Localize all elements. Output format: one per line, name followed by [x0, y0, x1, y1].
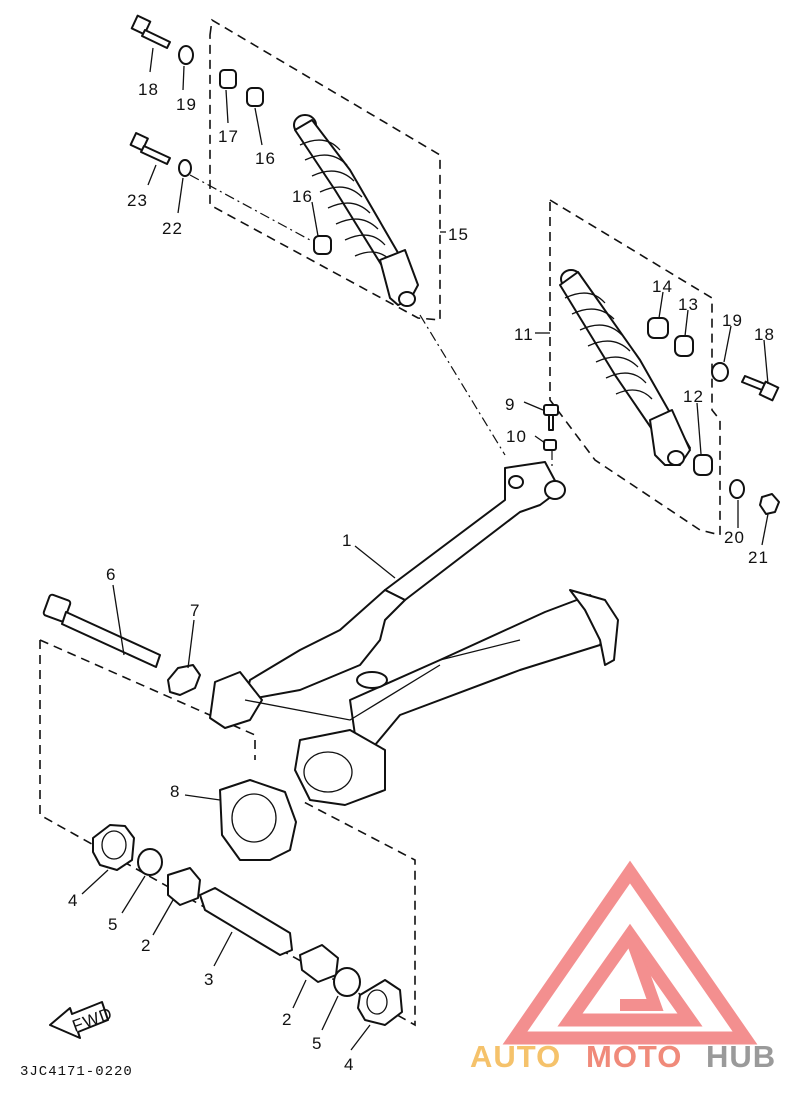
bushing-14	[647, 317, 669, 339]
pivot-bolt-6	[42, 593, 161, 668]
seal-5-right	[333, 967, 361, 997]
diagram-code: 3JC4171-0220	[20, 1064, 133, 1080]
callout-6: 6	[106, 565, 116, 584]
callout-12: 12	[683, 387, 704, 406]
shock-11-group-outline	[549, 198, 721, 537]
watermark-auto: AUTO	[470, 1039, 561, 1074]
callout-18: 18	[754, 325, 775, 344]
callout-2: 2	[141, 936, 151, 955]
pivot-shaft-3	[199, 887, 293, 956]
callout-11: 11	[514, 325, 534, 344]
seal-5-left	[137, 848, 163, 876]
rear-shock-absorber-15	[293, 114, 419, 307]
callout-5: 5	[108, 915, 118, 934]
callout-5: 5	[312, 1034, 322, 1053]
bearing-4-right	[357, 979, 403, 1026]
nut-10	[543, 439, 557, 451]
callout-14: 14	[652, 277, 673, 296]
bushing-2-right	[299, 944, 339, 983]
bolt-9	[543, 404, 559, 431]
callout-leaders	[81, 47, 769, 1051]
watermark-text: AUTO MOTO HUB	[470, 1039, 776, 1074]
shock-15-group-outline	[209, 18, 441, 321]
callout-8: 8	[170, 782, 180, 801]
rear-shock-absorber-11	[559, 269, 691, 466]
callout-18: 18	[138, 80, 159, 99]
callout-16: 16	[255, 149, 276, 168]
callout-23: 23	[127, 191, 148, 210]
washer-19-right	[711, 362, 729, 382]
bolt-18-upper	[130, 14, 171, 49]
leader-shock15-to-swingarm	[189, 174, 506, 456]
callout-labels: 18 19 17 16 23 22 16 15 14 13 19 18 11 1…	[68, 80, 775, 1074]
callout-1: 1	[342, 531, 352, 550]
callout-2: 2	[282, 1010, 292, 1029]
bushing-13	[674, 335, 694, 357]
callout-9: 9	[505, 395, 515, 414]
bolt-23	[129, 132, 171, 165]
bushing-17	[219, 69, 237, 89]
callout-7: 7	[190, 601, 200, 620]
bushing-12	[693, 454, 713, 476]
watermark-hub: HUB	[706, 1039, 776, 1074]
callout-3: 3	[204, 970, 214, 989]
watermark-g-mark-icon	[620, 932, 664, 1011]
watermark-logo	[502, 860, 758, 1045]
swingarm-1	[209, 461, 619, 806]
callout-15: 15	[448, 225, 469, 244]
bushing-2-left	[167, 867, 201, 906]
bearing-4-left	[92, 824, 135, 871]
fwd-arrow-icon: FWD	[49, 1001, 115, 1039]
washer-20	[729, 479, 745, 499]
callout-21: 21	[748, 548, 769, 567]
callout-20: 20	[724, 528, 745, 547]
bolt-18-right	[741, 375, 780, 402]
swingarm-pivot-group-outline	[39, 639, 416, 1027]
callout-16: 16	[292, 187, 313, 206]
cap-nut-21	[759, 493, 780, 515]
callout-10: 10	[506, 427, 527, 446]
callout-22: 22	[162, 219, 183, 238]
callout-4: 4	[344, 1055, 354, 1074]
bushing-16-lower	[313, 235, 332, 255]
bushing-16-upper	[246, 87, 264, 107]
washer-19-upper	[178, 45, 194, 65]
bearing-housing-8	[219, 779, 297, 861]
callout-4: 4	[68, 891, 78, 910]
plate-7	[167, 664, 201, 696]
callout-13: 13	[678, 295, 699, 314]
callout-19: 19	[722, 311, 743, 330]
washer-22	[178, 159, 192, 177]
watermark-moto: MOTO	[586, 1039, 682, 1074]
callout-17: 17	[218, 127, 239, 146]
callout-19: 19	[176, 95, 197, 114]
watermark-triangle-icon	[502, 860, 758, 1045]
